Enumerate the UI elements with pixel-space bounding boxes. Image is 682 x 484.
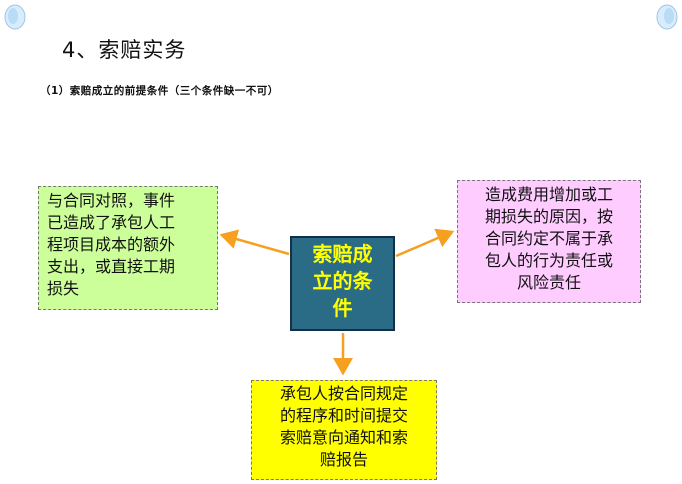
slide-subtitle: （1）索赔成立的前提条件（三个条件缺一不可） (40, 85, 279, 97)
corner-decoration-left (4, 4, 26, 30)
condition-box-notice: 承包人按合同规定 的程序和时间提交 索赔意向通知和索 赔报告 (251, 380, 437, 480)
slide-title: 4、索赔实务 (62, 38, 187, 62)
condition-box-cause: 造成费用增加或工 期损失的原因，按 合同约定不属于承 包人的行为责任或 风险责任 (457, 180, 641, 303)
center-box-claim-conditions: 索赔成 立的条 件 (290, 236, 395, 331)
arrow-to-left-box (219, 229, 290, 256)
corner-decoration-right (656, 4, 678, 30)
condition-box-cost: 与合同对照，事件 已造成了承包人工 程项目成本的额外 支出，或直接工期 损失 (38, 186, 218, 310)
arrow-to-right-box (395, 228, 455, 258)
